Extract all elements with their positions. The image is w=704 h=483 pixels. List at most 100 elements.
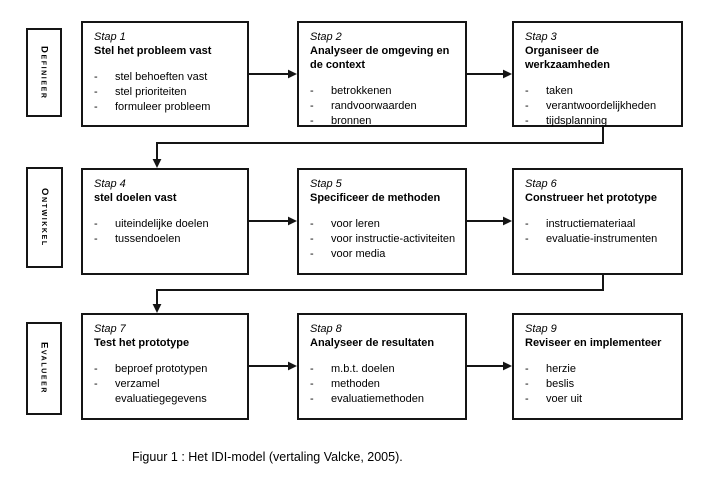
step-number: Stap 5	[310, 178, 342, 190]
arrowhead-step2-step3	[503, 69, 512, 79]
bullet-dash: -	[310, 100, 314, 113]
list-item: -m.b.t. doelen	[310, 362, 458, 377]
list-item-text: betrokkenen	[331, 85, 392, 98]
bullet-dash: -	[310, 363, 314, 376]
step-box-9: Stap 9 Reviseer en implementeer -herzie-…	[512, 313, 683, 420]
list-item: -uiteindelijke doelen	[94, 217, 240, 232]
bullet-dash: -	[310, 233, 314, 246]
list-item-text: stel prioriteiten	[115, 86, 187, 99]
step-number: Stap 6	[525, 178, 557, 190]
step-box-6: Stap 6 Construeer het prototype - instruc…	[512, 168, 683, 275]
list-item-text: stel behoeften vast	[115, 71, 208, 84]
list-item: - stel prioriteiten	[94, 85, 240, 100]
arrowhead-into-step4	[152, 159, 162, 168]
list-item: -bronnen	[310, 114, 458, 129]
bullet-dash: -	[525, 100, 529, 113]
list-item: - voor media	[310, 247, 458, 262]
list-item: - beproef prototypen	[94, 362, 240, 377]
step-box-1: Stap 1 Stel het probleem vast - stel beho…	[81, 21, 249, 127]
step-number: Stap 7	[94, 323, 126, 335]
list-item: -evaluatiemethoden	[310, 392, 458, 407]
step-item-list: - taken - verantwoordelijkheden-tijdsplanni…	[525, 84, 674, 129]
list-item: - instructiemateriaal	[525, 217, 674, 232]
list-item-text: evaluatiemethoden	[331, 393, 424, 406]
list-item-text: bronnen	[331, 115, 372, 128]
step-box-4: Stap 4 stel doelen vast -uiteindelijke d…	[81, 168, 249, 275]
list-item-text: verzamel evaluatiegegevens	[115, 378, 207, 406]
list-item-text: verantwoordelijkheden	[546, 100, 657, 113]
step-item-list: - beproef prototypen - verzamel evaluatiege…	[94, 362, 240, 407]
list-item-text: voor instructie-activiteiten	[331, 233, 456, 246]
phase-label-text: Evalueer	[38, 342, 50, 395]
list-item: - randvoorwaarden	[310, 99, 458, 114]
step-number: Stap 8	[310, 323, 342, 335]
list-item-text: beproef prototypen	[115, 363, 208, 376]
step-box-5: Stap 5 Specificeer de methoden -voor ler…	[297, 168, 467, 275]
list-item-text: herzie	[546, 363, 576, 376]
list-item: -tijdsplanning	[525, 114, 674, 129]
list-item: -formuleer probleem	[94, 100, 240, 115]
arrowhead-step1-step2	[288, 69, 297, 79]
step-number: Stap 4	[94, 178, 126, 190]
phase-label-definieer: Definieer	[26, 28, 62, 117]
bullet-dash: -	[94, 363, 98, 376]
list-item: - voor leren	[310, 217, 458, 232]
list-item: - voer uit	[525, 392, 674, 407]
bullet-dash: -	[94, 86, 98, 99]
list-item-text: voor media	[331, 248, 386, 261]
step-box-7: Stap 7 Test het prototype -beproef proto…	[81, 313, 249, 420]
list-item-text: uiteindelijke doelen	[115, 218, 209, 231]
list-item-text: voer uit	[546, 393, 583, 406]
bullet-dash: -	[525, 363, 529, 376]
step-box-8: Stap 8 Analyseer de resultaten -m.b.t. d…	[297, 313, 467, 420]
phase-label-evalueer: Evalueer	[26, 322, 62, 415]
bullet-dash: -	[525, 378, 529, 391]
arrowhead-step8-step9	[503, 361, 512, 371]
figure-caption: Figuur 1 : Het IDI-model (vertaling Valc…	[132, 450, 403, 464]
list-item-text: formuleer probleem	[115, 101, 211, 114]
connector-row2-row3	[156, 274, 604, 304]
bullet-dash: -	[310, 248, 314, 261]
step-item-list: - herzie - beslis - voer uit	[525, 362, 674, 407]
bullet-dash: -	[310, 378, 314, 391]
phase-label-text: Definieer	[38, 45, 50, 100]
bullet-dash: -	[525, 85, 529, 98]
arrowhead-into-step7	[152, 304, 162, 313]
list-item-text: instructiemateriaal	[546, 218, 636, 231]
list-item: - herzie	[525, 362, 674, 377]
bullet-dash: -	[310, 218, 314, 231]
step-item-list: - voor leren - voor instructie-activiteiten…	[310, 217, 458, 262]
bullet-dash: -	[94, 71, 98, 84]
bullet-dash: -	[94, 233, 98, 246]
step-title: Organiseer de werkzaamheden	[525, 45, 610, 72]
list-item-text: taken	[546, 85, 573, 98]
step-title: Stel het probleem vast	[94, 45, 212, 58]
step-item-list: - stel behoeften vast - stel prioriteiten-f…	[94, 70, 240, 115]
list-item-text: randvoorwaarden	[331, 100, 417, 113]
list-item-text: evaluatie-instrumenten	[546, 233, 658, 246]
bullet-dash: -	[310, 85, 314, 98]
step-title: Construeer het prototype	[525, 192, 658, 205]
list-item: - betrokkenen	[310, 84, 458, 99]
step-number: Stap 1	[94, 31, 126, 43]
bullet-dash: -	[94, 378, 98, 391]
arrowhead-step7-step8	[288, 361, 297, 371]
step-title: stel doelen vast	[94, 192, 177, 205]
list-item: - stel behoeften vast	[94, 70, 240, 85]
list-item-text: tijdsplanning	[546, 115, 608, 128]
phase-label-ontwikkel: Ontwikkel	[26, 167, 63, 268]
bullet-dash: -	[525, 393, 529, 406]
step-item-list: -m.b.t. doelen-methoden-evaluatiemethode…	[310, 362, 458, 407]
list-item: - taken	[525, 84, 674, 99]
list-item-text: voor leren	[331, 218, 380, 231]
step-item-list: - instructiemateriaal- evaluatie-instrumen…	[525, 217, 674, 247]
step-title: Reviseer en implementeer	[525, 337, 662, 350]
list-item: - tussendoelen	[94, 232, 240, 247]
list-item-text: beslis	[546, 378, 575, 391]
list-item: - voor instructie-activiteiten	[310, 232, 458, 247]
step-box-2: Stap 2 Analyseer de omgeving en de conte…	[297, 21, 467, 127]
list-item-text: tussendoelen	[115, 233, 181, 246]
bullet-dash: -	[525, 218, 529, 231]
connector-row1-row2	[156, 127, 604, 159]
